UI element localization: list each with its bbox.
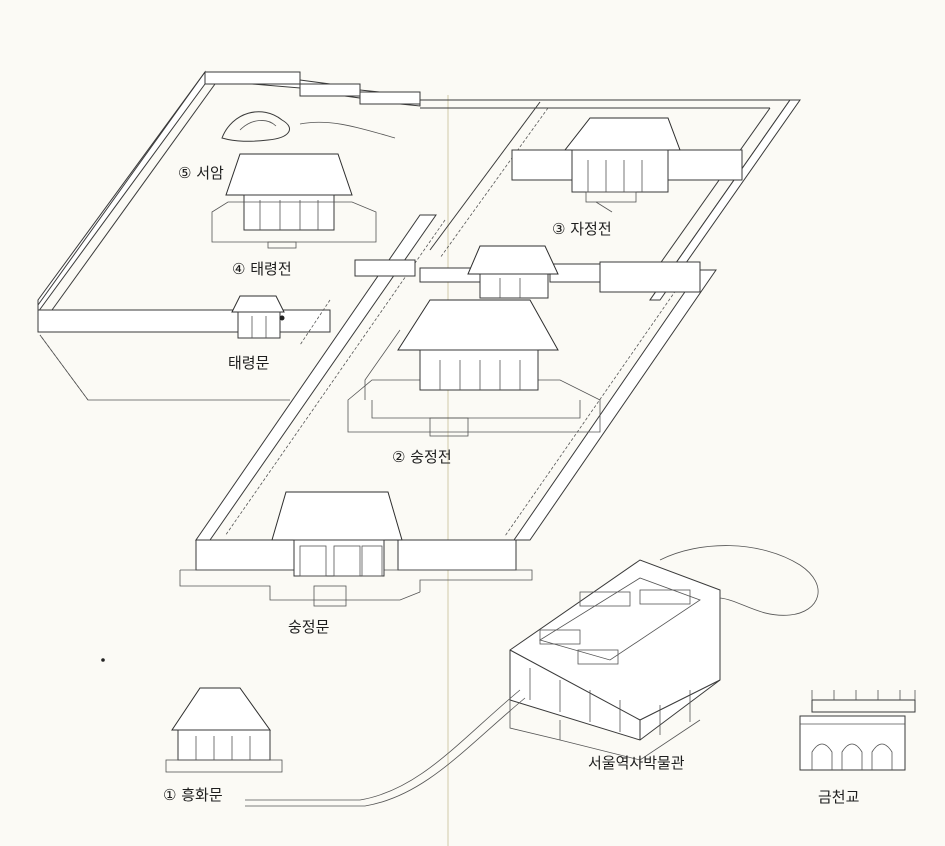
- taeryeongmun-gate: [231, 295, 285, 339]
- label-taeryeongjeon: ④ 태령전: [232, 260, 292, 278]
- jajeongjeon-compound: [429, 99, 801, 301]
- label-jajeongjeon: ③ 자정전: [552, 220, 612, 238]
- geumcheongyo-bridge: [799, 690, 916, 771]
- label-geumcheongyo: 금천교: [818, 788, 860, 806]
- label-sungjeongmun: 숭정문: [288, 618, 330, 636]
- label-seoam: ⑤ 서암: [178, 164, 224, 182]
- seoul-history-museum-building: [245, 545, 819, 807]
- label-museum: 서울역사박물관: [588, 754, 685, 772]
- label-heunghwamun: ① 흥화문: [163, 786, 223, 804]
- sungjeongjeon-compound: [179, 214, 717, 607]
- label-taeryeongmun: 태령문: [228, 354, 270, 372]
- west-compound-wall: [37, 70, 790, 401]
- heunghwamun-gate: [165, 687, 283, 773]
- label-sungjeongjeon: ② 숭정전: [392, 448, 452, 466]
- seoam-rock: [221, 111, 396, 142]
- taeryeongjeon-hall: [211, 153, 377, 249]
